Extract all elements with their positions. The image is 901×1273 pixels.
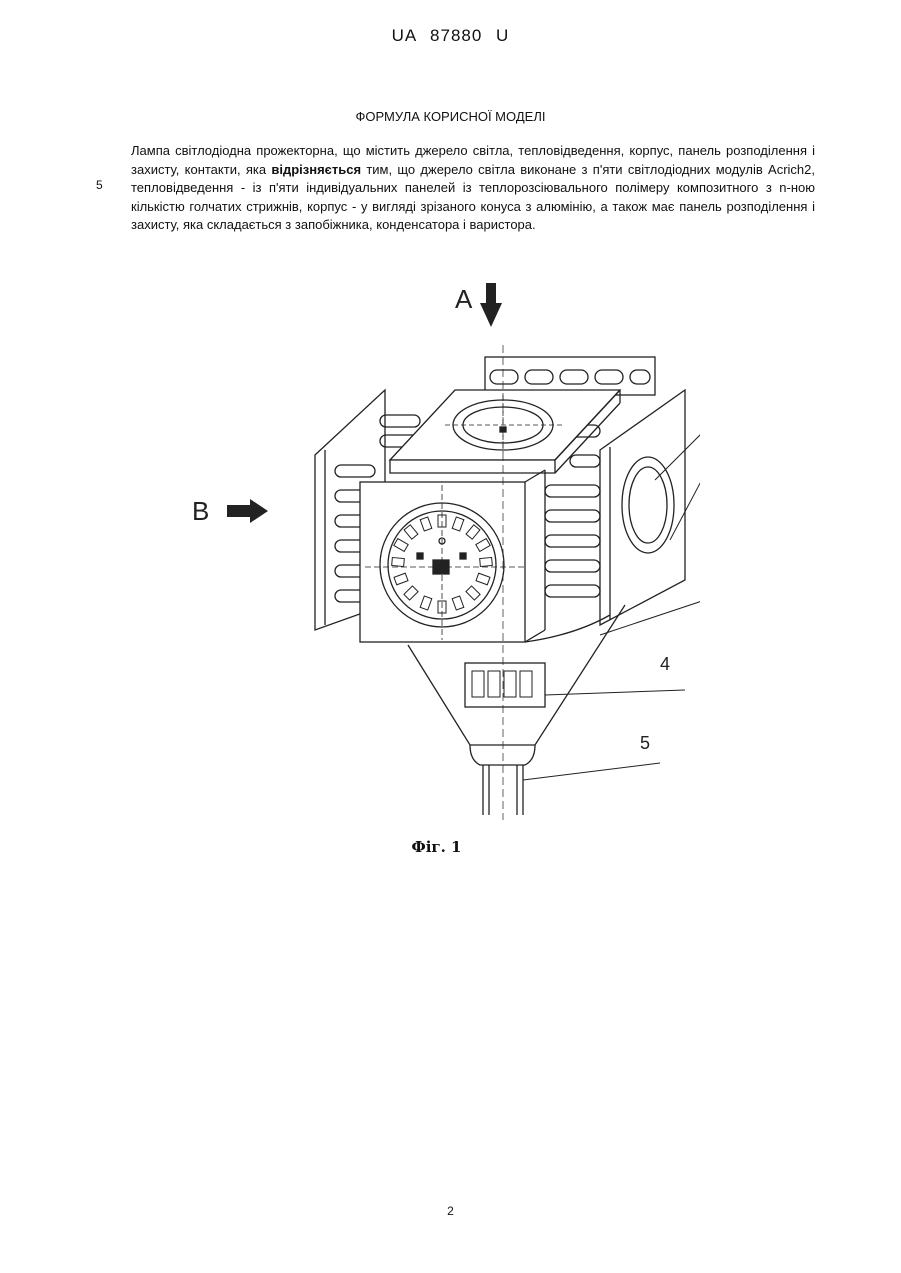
arrow-b-icon bbox=[227, 499, 268, 523]
label-4: 4 bbox=[660, 654, 670, 674]
page-number: 2 bbox=[0, 1204, 901, 1218]
figure-caption: Фіг. 1 bbox=[0, 838, 901, 856]
section-title: ФОРМУЛА КОРИСНОЇ МОДЕЛІ bbox=[0, 109, 901, 124]
label-5: 5 bbox=[640, 733, 650, 753]
lamp-drawing: A B 1 2 3 4 5 bbox=[180, 275, 700, 835]
line-number: 5 bbox=[96, 178, 103, 192]
claim-paragraph: Лампа світлодіодна прожекторна, що місти… bbox=[131, 142, 815, 235]
view-a-label: A bbox=[455, 284, 473, 314]
claim-emphasis: відрізняється bbox=[271, 162, 361, 177]
arrow-a-icon bbox=[480, 283, 502, 327]
patent-header: UA 87880 U bbox=[0, 26, 901, 46]
protection-panel bbox=[472, 671, 532, 697]
view-b-label: B bbox=[192, 496, 209, 526]
